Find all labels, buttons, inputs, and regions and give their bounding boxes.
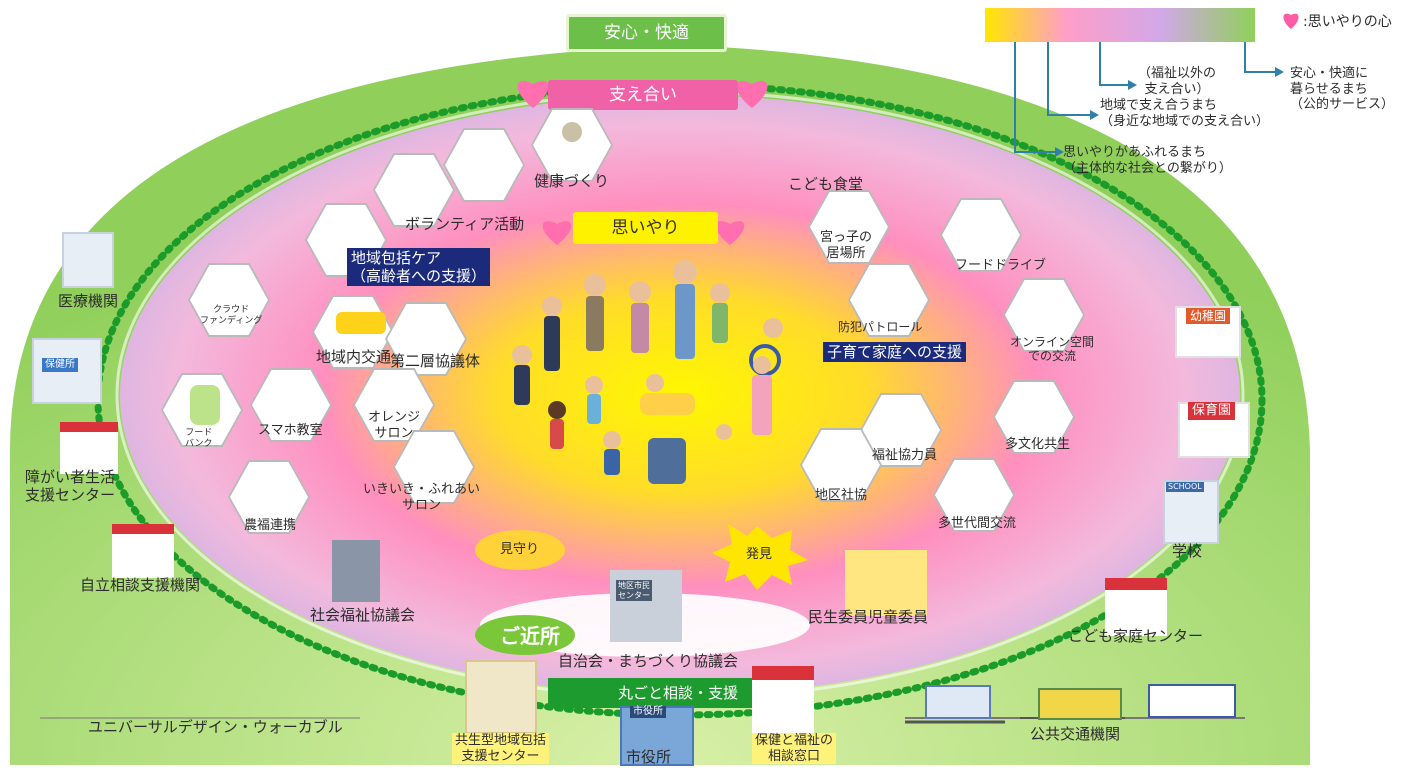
label-fukushi-kyoryoku: 福祉協力員 [872,448,938,463]
label-tabunka: 多文化共生 [1005,437,1071,452]
shogai-house-icon [60,422,118,474]
label-school-sign: SCHOOL [1166,482,1204,492]
kyosei-building-icon [465,660,537,734]
train-icon-1 [925,685,991,719]
label-orange: オレンジ サロン [368,410,421,441]
label-shakyo: 社会福祉協議会 [310,606,416,624]
label-chiiki-care: 地域包括ケア （高齢者への支援） [347,248,491,286]
bus-icon [1148,684,1236,718]
label-online: オンライン空間 での交流 [1010,335,1095,364]
center-people [512,260,783,484]
label-chiku-shakyo: 地区社協 [815,488,868,503]
label-kodomo-shokudo: こども食堂 [788,175,864,193]
legend-annotation-community-support: 地域で支え合うまち （身近な地域での支え合い） [1100,98,1270,129]
hex-volunteer-1 [445,130,523,200]
label-hoken-fukushi: 保健と福祉の 相談窓口 [752,733,837,765]
label-hakken: 発見 [746,547,773,562]
label-bohan: 防犯パトロール [838,320,923,334]
universal-design-icons [60,650,360,712]
label-center-sign: 地区市民 センター [616,580,652,602]
label-iryo: 医療機関 [58,292,119,310]
legend-annotation-welfare-other: （福祉以外の 支え合い） [1138,66,1217,97]
shakyo-building-icon [332,540,380,602]
label-gokinjo: ご近所 [500,624,560,648]
label-noufuku: 農福連携 [244,518,297,533]
legend-heart-label: :思いやりの心 [1303,14,1392,30]
hex-volunteer-2 [375,155,453,225]
label-youchien-sign: 幼稚園 [1186,308,1231,325]
label-tasedai: 多世代間交流 [938,516,1017,531]
tram-icon [1038,688,1122,720]
label-gakko: 学校 [1172,542,1203,560]
legend-annotation-public-service: 安心・快適に 暮らせるまち （公的サービス） [1290,66,1395,113]
label-minsei: 民生委員児童委員 [808,608,929,626]
label-smaho: スマホ教室 [258,423,323,438]
banner-sasaeai: 支え合い [548,80,738,110]
banner-marugoto: 丸ごと相談・支援 [617,684,738,702]
minsei-photo-icon [845,550,927,616]
label-shiyakusho-sign: 市役所 [630,706,666,718]
label-kokyo-kotsu: 公共交通機関 [1030,725,1121,743]
person-icon [562,122,582,142]
label-ibasho: 宮っ子の 居場所 [820,230,873,261]
hoken-fukushi-house-icon [752,666,814,742]
label-jiritsu: 自立相談支援機関 [80,576,201,594]
banner-omoiyari: 思いやり [573,212,718,244]
banner-anshin: 安心・快適 [566,14,727,52]
kodomo-katei-house-icon [1105,578,1167,636]
legend-annotation-compassion: 思いやりがあふれるまち （主体的な社会との繋がり） [1063,145,1232,176]
label-kotsu: 地域内交通 [316,348,392,366]
label-dainisou: 第二層協議体 [390,352,481,370]
label-shiyakusho: 市役所 [626,748,672,766]
hex-ibasho [810,192,888,262]
label-food-drive: フードドライブ [955,258,1047,273]
label-jichikai: 自治会・まちづくり協議会 [558,652,739,670]
hospital-icon [62,232,114,288]
taxi-icon [336,312,386,334]
label-volunteer: ボランティア活動 [405,215,525,233]
label-hoikuen-sign: 保育園 [1188,402,1236,420]
foodbank-mascot-icon [190,385,220,425]
label-hokenjo-sign: 保健所 [42,358,78,372]
label-kosodate: 子育て家庭への支援 [823,342,967,362]
label-crowdfunding: クラウド ファンディング [200,305,263,326]
jiritsu-house-icon [112,524,174,578]
label-bank: フード バンク [185,428,213,449]
label-kyosei: 共生型地域包括 支援センター [452,733,550,765]
label-kenko: 健康づくり [534,172,610,190]
label-mimamori: 見守り [500,542,540,557]
label-ikiiki: いきいき・ふれあい サロン [363,482,481,513]
label-kodomo-katei: こども家庭センター [1068,627,1204,645]
label-shogai: 障がい者生活 支援センター [25,468,116,504]
label-universal: ユニバーサルデザイン・ウォーカブル [88,718,343,736]
